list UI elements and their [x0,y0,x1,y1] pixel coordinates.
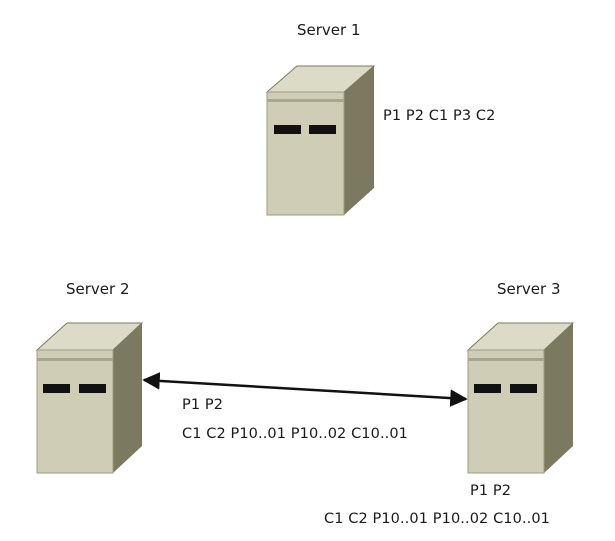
link-label-line-1: P1 P2 [182,397,224,413]
server-1-label: Server 1 [297,21,361,39]
server-3-data-line-1: P1 P2 [470,483,512,499]
server-3-data-line-2: C1 C2 P10..01 P10..02 C10..01 [324,511,551,527]
link-label-line-2: C1 C2 P10..01 P10..02 C10..01 [182,426,409,442]
server-2-icon [35,322,144,474]
server2-server3-link-arrow [142,372,468,407]
server-1-data-line: P1 P2 C1 P3 C2 [383,108,496,124]
server-3-icon [466,322,575,474]
server-2-label: Server 2 [66,280,130,298]
server-3-label: Server 3 [497,280,561,298]
server-1-icon [265,65,376,216]
